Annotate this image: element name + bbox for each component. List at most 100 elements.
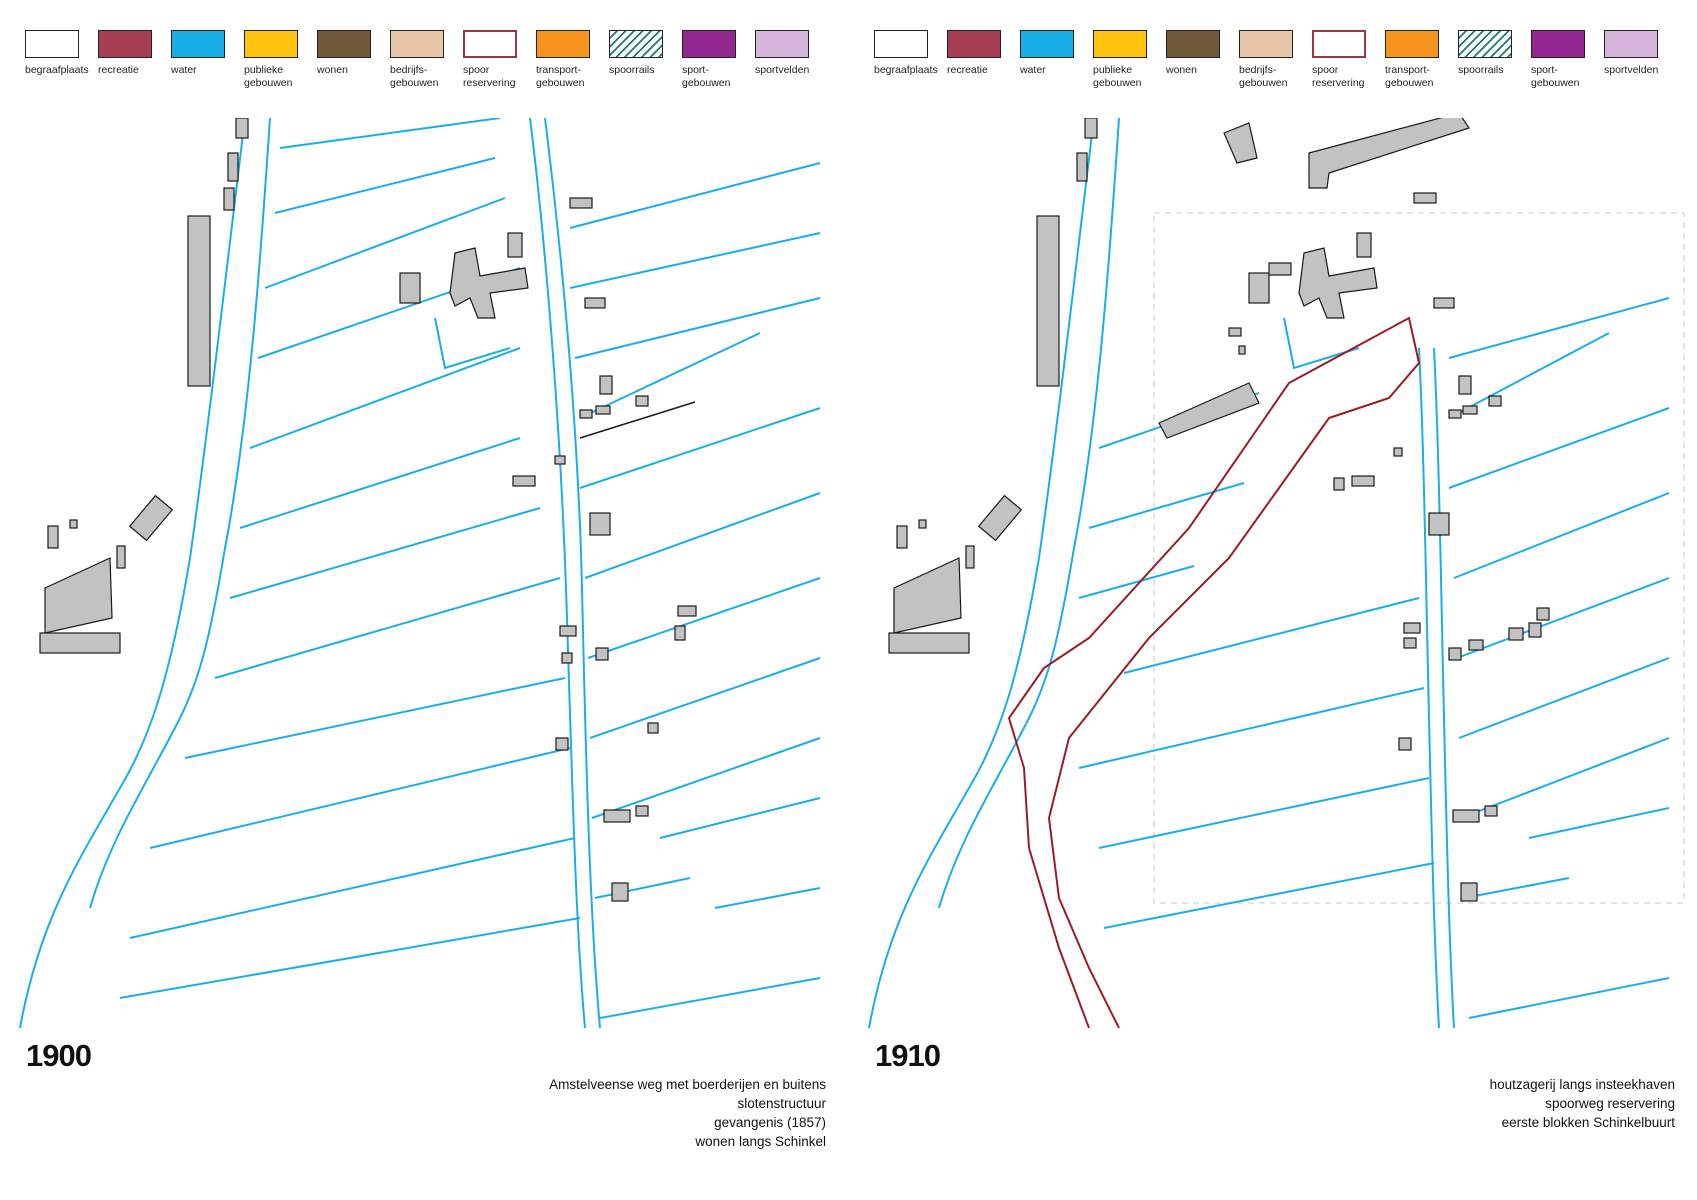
legend-item-spoorrails: spoorrails <box>609 30 675 77</box>
legend-swatch <box>1166 30 1220 58</box>
prison-building <box>1298 247 1378 319</box>
ditch <box>119 917 581 999</box>
legend-item-publieke-gebouwen: publieke gebouwen <box>1093 30 1159 90</box>
building <box>554 455 566 465</box>
building <box>635 395 649 407</box>
building <box>1462 405 1478 415</box>
building <box>47 525 59 549</box>
legend-swatch <box>25 30 79 58</box>
building <box>128 494 174 542</box>
ditch <box>569 232 821 289</box>
legend-label: sport- gebouwen <box>682 64 731 89</box>
building <box>69 519 78 529</box>
building <box>977 494 1023 542</box>
building <box>227 152 239 182</box>
buildings <box>888 118 1550 902</box>
legend-label: begraafplaats <box>874 64 938 76</box>
ditch <box>574 297 821 359</box>
note-line: Amstelveense weg met boerderijen en buit… <box>549 1077 826 1092</box>
legend-swatch <box>1020 30 1074 58</box>
legend-label: water <box>1020 64 1046 76</box>
building <box>569 197 593 209</box>
ditch <box>591 737 821 819</box>
building <box>1398 737 1412 751</box>
legend-item-recreatie: recreatie <box>947 30 1013 77</box>
note-line: houtzagerij langs insteekhaven <box>1489 1077 1675 1092</box>
legend-swatch <box>1312 30 1366 58</box>
note-line: eerste blokken Schinkelbuurt <box>1501 1115 1675 1130</box>
sawmill-building <box>1158 382 1260 439</box>
main-canal-right-bank <box>89 118 271 909</box>
building <box>1528 622 1542 638</box>
building <box>888 632 970 654</box>
building <box>595 405 611 415</box>
legend-label: spoor reservering <box>1312 64 1365 89</box>
note-line: wonen langs Schinkel <box>695 1134 826 1149</box>
legend-item-wonen: wonen <box>1166 30 1232 77</box>
ditch <box>1088 482 1245 529</box>
legend-label: publieke gebouwen <box>1093 64 1142 89</box>
legend-swatch <box>171 30 225 58</box>
ditch <box>1098 777 1430 849</box>
panel-year: 1900 <box>26 1038 92 1073</box>
legend-swatch <box>609 30 663 58</box>
panel-year: 1910 <box>875 1038 941 1073</box>
building <box>896 525 908 549</box>
legend-item-begraafplaats: begraafplaats <box>874 30 940 77</box>
ditch <box>594 877 691 899</box>
building <box>918 519 927 529</box>
ditch <box>149 747 571 849</box>
building <box>1452 809 1480 823</box>
building <box>561 652 573 664</box>
ditch <box>264 197 506 289</box>
schinkel-east-bank <box>1433 347 1455 1028</box>
building <box>1403 622 1421 634</box>
legend-label: transport- gebouwen <box>1385 64 1434 89</box>
building <box>677 605 697 617</box>
main-canal-right-bank <box>938 118 1120 909</box>
legend-swatch <box>1239 30 1293 58</box>
legend-item-spoor-reservering: spoor reservering <box>1312 30 1378 90</box>
building <box>1413 192 1437 204</box>
ditch <box>1448 332 1610 419</box>
legend-swatch <box>874 30 928 58</box>
legend-item-water: water <box>1020 30 1086 77</box>
legend-swatch <box>1385 30 1439 58</box>
building <box>1488 395 1502 407</box>
building <box>1223 122 1258 164</box>
building <box>1403 637 1417 649</box>
legend-label: recreatie <box>947 64 988 76</box>
road <box>579 401 696 439</box>
building <box>1448 647 1462 661</box>
building <box>1508 627 1524 641</box>
legend-label: publieke gebouwen <box>244 64 293 89</box>
legend-item-sportvelden: sportvelden <box>1604 30 1670 77</box>
ditch <box>214 577 561 679</box>
schinkelbuurt-block <box>893 557 962 634</box>
building <box>512 475 536 487</box>
ditch <box>1460 737 1670 819</box>
building <box>1238 345 1246 355</box>
building <box>595 647 609 661</box>
main-canal-left-bank <box>19 118 246 1028</box>
building <box>1333 477 1345 491</box>
legend-item-bedrijfsgebouwen: bedrijfs- gebouwen <box>1239 30 1305 90</box>
prison-moat <box>1283 317 1360 370</box>
building <box>1428 512 1450 536</box>
ditch <box>1528 807 1670 839</box>
ditch <box>239 437 521 529</box>
plan-frame <box>1153 212 1685 904</box>
legend-item-bedrijfsgebouwen: bedrijfs- gebouwen <box>390 30 456 90</box>
legend-swatch <box>536 30 590 58</box>
building-block <box>1036 215 1060 387</box>
water-network <box>868 118 1670 1028</box>
legend-label: bedrijfs- gebouwen <box>390 64 439 89</box>
ditch <box>274 157 496 214</box>
legend-label: sportvelden <box>755 64 810 76</box>
ditch <box>1078 565 1195 599</box>
building <box>559 625 577 637</box>
note-line: slotenstructuur <box>737 1096 826 1111</box>
legend-swatch <box>317 30 371 58</box>
legend-swatch <box>98 30 152 58</box>
ditch <box>579 407 821 489</box>
